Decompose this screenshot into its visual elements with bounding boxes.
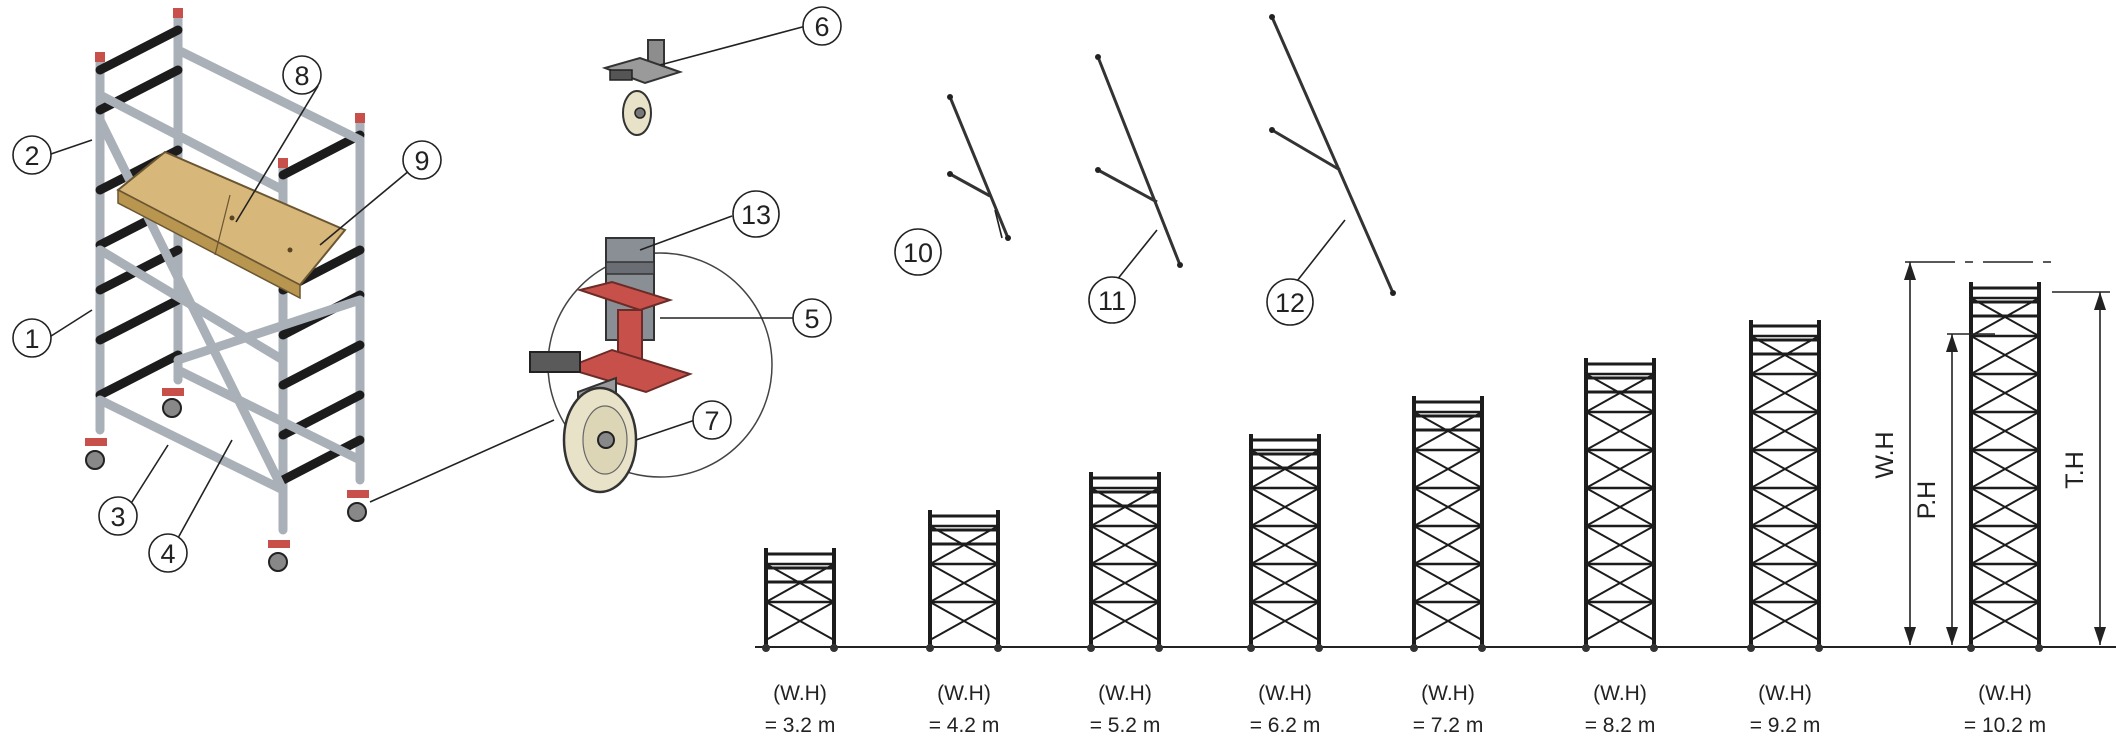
callout-11: 11 <box>1098 286 1126 316</box>
tower-caption-height: = 5.2 m <box>1090 714 1161 737</box>
tower-2 <box>926 510 1002 652</box>
tower-elevations <box>762 282 2043 652</box>
tower-caption-height: = 3.2 m <box>765 714 836 737</box>
tower-6 <box>1582 358 1658 652</box>
tower-caption-label: (W.H) <box>937 682 991 705</box>
dimension-lines: W.H P.H T.H <box>1871 261 2110 645</box>
tower-caption-height: = 8.2 m <box>1585 714 1656 737</box>
callout-8: 8 <box>294 61 309 91</box>
tower-caption-label: (W.H) <box>1258 682 1312 705</box>
tower-3 <box>1087 472 1163 652</box>
callouts: 1 2 3 4 5 6 7 8 9 10 11 12 13 <box>12 6 1346 573</box>
dimension-label-wh: W.H <box>1871 431 1899 478</box>
callout-9: 9 <box>414 146 429 176</box>
tower-caption-label: (W.H) <box>1978 682 2032 705</box>
caster-wheels <box>85 388 369 572</box>
tower-caption-height: = 10.2 m <box>1964 714 2046 737</box>
stabilizer-10 <box>947 94 1011 241</box>
stabilizer-11 <box>1095 54 1183 268</box>
callout-13: 13 <box>741 200 771 230</box>
callout-4: 4 <box>160 539 175 569</box>
tower-caption-height: = 4.2 m <box>929 714 1000 737</box>
caster-small <box>601 39 684 136</box>
tower-captions: (W.H) = 3.2 m (W.H) = 4.2 m (W.H) = 5.2 m (W.H… <box>765 682 2046 737</box>
tower-caption-label: (W.H) <box>1758 682 1812 705</box>
callout-3: 3 <box>110 502 125 532</box>
caster-detail <box>369 237 773 503</box>
callout-2: 2 <box>24 141 39 171</box>
tower-8 <box>1967 282 2043 652</box>
tower-caption-height: = 9.2 m <box>1750 714 1821 737</box>
callout-6: 6 <box>814 12 829 42</box>
stabilizer-12 <box>1269 14 1396 296</box>
dimension-label-ph: P.H <box>1913 481 1941 519</box>
callout-1: 1 <box>24 324 39 354</box>
callout-12: 12 <box>1275 288 1305 318</box>
callout-7: 7 <box>704 406 719 436</box>
tower-1 <box>762 548 838 652</box>
tower-caption-label: (W.H) <box>1593 682 1647 705</box>
dimension-label-th: T.H <box>2061 451 2089 489</box>
tower-caption-label: (W.H) <box>773 682 827 705</box>
scaffold-isometric <box>85 8 369 572</box>
tower-caption-height: = 6.2 m <box>1250 714 1321 737</box>
tower-caption-label: (W.H) <box>1098 682 1152 705</box>
tower-5 <box>1410 396 1486 652</box>
callout-5: 5 <box>804 304 819 334</box>
callout-10: 10 <box>903 238 933 268</box>
tower-7 <box>1747 320 1823 652</box>
tower-caption-label: (W.H) <box>1421 682 1475 705</box>
tower-4 <box>1247 434 1323 652</box>
tower-caption-height: = 7.2 m <box>1413 714 1484 737</box>
